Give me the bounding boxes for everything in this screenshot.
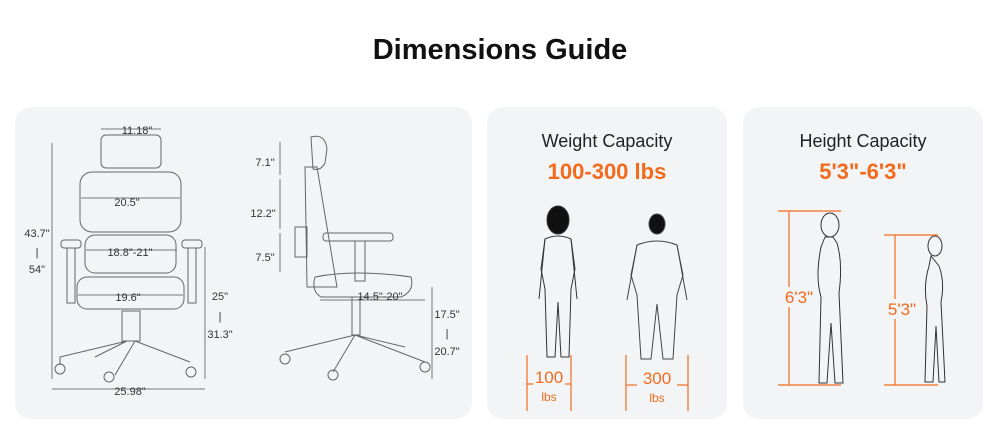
seat-height-min-label: 17.5" bbox=[434, 309, 460, 321]
height-max-label: 54" bbox=[28, 264, 46, 276]
slim-figure-illustration bbox=[538, 205, 578, 358]
height-min-label: 43.7" bbox=[24, 228, 50, 240]
base-width-label: 25.98" bbox=[114, 386, 146, 398]
chair-drawing bbox=[51, 128, 433, 390]
min-weight-unit: lbs bbox=[541, 390, 557, 404]
weight-figures bbox=[526, 205, 689, 411]
min-weight-value: 100 bbox=[534, 368, 564, 387]
height-capacity-panel: Height Capacity 5'3"-6'3" 6'3" 5'3" bbox=[743, 107, 983, 419]
page-title: Dimensions Guide bbox=[372, 34, 628, 66]
seat-depth-label: 14.5"-20" bbox=[357, 291, 403, 303]
dimension-lines bbox=[51, 128, 433, 390]
short-woman-illustration bbox=[924, 235, 946, 383]
backrest-height-label: 12.2" bbox=[250, 208, 276, 220]
short-height-label: 5'3" bbox=[887, 300, 917, 319]
height-figures bbox=[778, 210, 946, 386]
tall-man-illustration bbox=[817, 212, 844, 384]
height-scale-lines bbox=[778, 210, 938, 386]
weight-value: 100-300 lbs bbox=[547, 159, 667, 184]
chair-dimensions-panel: 11.18" 20.5" 43.7" | 54" 18.8"-21" 19.6"… bbox=[15, 107, 472, 419]
arm-height-sep: | bbox=[218, 311, 222, 323]
max-weight-value: 300 bbox=[642, 369, 672, 388]
weight-capacity-panel: Weight Capacity 100-300 lbs 100 lbs 300 … bbox=[487, 107, 727, 419]
front-chair-illustration bbox=[54, 134, 203, 383]
seat-height-max-label: 20.7" bbox=[434, 346, 460, 358]
armrest-width-label: 18.8"-21" bbox=[107, 247, 153, 259]
side-chair-illustration bbox=[279, 135, 431, 381]
lumbar-height-label: 7.5" bbox=[255, 252, 275, 264]
arm-height-min-label: 25" bbox=[211, 291, 229, 303]
weight-scale-lines bbox=[526, 355, 689, 411]
weight-title: Weight Capacity bbox=[541, 131, 673, 151]
height-value: 5'3"-6'3" bbox=[819, 159, 907, 184]
seat-width-label: 19.6" bbox=[115, 292, 141, 304]
headrest-width-label: 11.18" bbox=[121, 125, 153, 137]
height-title: Height Capacity bbox=[799, 131, 927, 151]
arm-height-max-label: 31.3" bbox=[207, 329, 233, 341]
seat-height-sep: | bbox=[445, 328, 449, 340]
heavy-figure-illustration bbox=[626, 213, 688, 360]
headrest-adjust-label: 7.1" bbox=[255, 157, 275, 169]
back-width-label: 20.5" bbox=[114, 197, 140, 209]
tall-height-label: 6'3" bbox=[784, 288, 814, 307]
height-sep: | bbox=[35, 247, 39, 259]
max-weight-unit: lbs bbox=[649, 391, 665, 405]
